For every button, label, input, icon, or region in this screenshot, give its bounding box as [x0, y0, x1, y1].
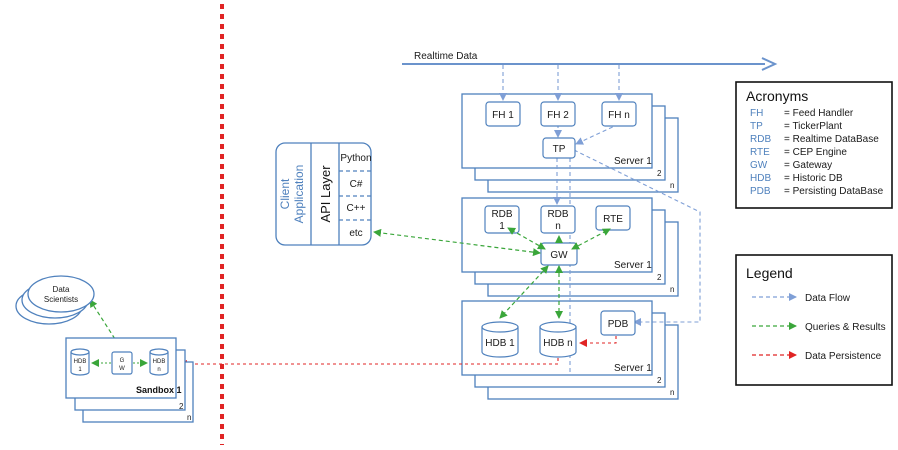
tickerplant-label: TP: [553, 144, 566, 155]
feed-handler-boxes: FH 1 FH 2 FH n: [485, 101, 637, 127]
rte-box: [595, 205, 631, 231]
server-label: Server 1: [614, 156, 652, 167]
rdb-n-box: [540, 205, 576, 234]
persistence-lines: [179, 336, 617, 368]
acronym-key-fh: FH: [750, 108, 763, 119]
lang-etc: etc: [349, 228, 362, 239]
gateway-label: GW: [550, 250, 568, 261]
acronym-key-rte: RTE: [750, 147, 770, 158]
legend-title: Legend: [746, 265, 793, 281]
pdb-box: [600, 310, 636, 336]
acronym-value-tp: = TickerPlant: [784, 121, 842, 132]
rte-label: RTE: [603, 214, 623, 225]
acronym-key-gw: GW: [750, 160, 768, 171]
acronyms-title: Acronyms: [746, 88, 808, 104]
acronyms-box: Acronyms FH = Feed Handler TP = TickerPl…: [735, 81, 893, 209]
api-layer-label: API Layer: [318, 165, 333, 223]
acronym-key-tp: TP: [750, 121, 763, 132]
sandbox-gw-label-2: W: [119, 366, 125, 372]
sandbox-gw-label-1: G: [120, 358, 125, 364]
sandbox-hdb-1-index: 1: [78, 367, 82, 373]
acronym-key-pdb: PDB: [750, 186, 771, 197]
sandbox-stack-2: 2: [179, 402, 184, 411]
acronym-value-pdb: = Persisting DataBase: [784, 186, 884, 197]
data-scientists-line1: Data: [53, 285, 70, 294]
legend-label-queries: Queries & Results: [805, 322, 886, 333]
client-application: Client Application API Layer Python C# C…: [275, 142, 372, 246]
hdb-1-cylinder: HDB 1: [481, 321, 519, 358]
acronym-value-rdb: = Realtime DataBase: [784, 134, 879, 145]
lang-csharp: C#: [350, 179, 363, 190]
stack-2-label: 2: [657, 169, 662, 178]
realtime-data-arrow: Realtime Data: [402, 51, 778, 71]
acronym-key-rdb: RDB: [750, 134, 771, 145]
acronym-value-fh: = Feed Handler: [784, 108, 854, 119]
stack-n-label: n: [670, 388, 674, 397]
acronym-value-hdb: = Historic DB: [784, 173, 843, 184]
sandbox-hdb-1-label: HDB: [74, 359, 87, 365]
fh-1-box: [485, 101, 521, 127]
acronym-value-rte: = CEP Engine: [784, 147, 847, 158]
rdb-1-label: RDB: [491, 209, 512, 220]
data-scientists: Data Scientists: [15, 275, 95, 325]
fh-2-label: FH 2: [547, 110, 569, 121]
rdb-1-index: 1: [499, 221, 505, 232]
stack-2-label: 2: [657, 376, 662, 385]
data-scientists-line2: Scientists: [44, 295, 78, 304]
rdb-n-label: RDB: [547, 209, 568, 220]
server-label: Server 1: [614, 363, 652, 374]
acronym-value-gw: = Gateway: [784, 160, 832, 171]
legend-label-data-flow: Data Flow: [805, 293, 851, 304]
fh-2-box: [540, 101, 576, 127]
lang-cpp: C++: [347, 203, 366, 214]
rdb-n-index: n: [555, 221, 561, 232]
client-label-line1: Client: [278, 178, 292, 209]
fh-1-label: FH 1: [492, 110, 514, 121]
stack-n-label: n: [670, 285, 674, 294]
stack-n-label: n: [670, 181, 674, 190]
tickerplant-box: [542, 137, 576, 159]
server-label: Server 1: [614, 260, 652, 271]
pdb-label: PDB: [608, 319, 629, 330]
client-label-line2: Application: [292, 165, 306, 224]
fh-n-label: FH n: [608, 110, 630, 121]
fh-n-box: [601, 101, 637, 127]
legend-box: Legend Data Flow Queries & Results Data …: [735, 254, 893, 386]
sandbox-hdb-n-label: HDB: [153, 359, 166, 365]
hdb-n-cylinder: HDB n: [539, 321, 577, 358]
acronym-key-hdb: HDB: [750, 173, 771, 184]
realtime-data-label: Realtime Data: [414, 51, 478, 62]
legend-label-persistence: Data Persistence: [805, 351, 882, 362]
sandbox-label: Sandbox 1: [136, 385, 182, 395]
hdb-1-label: HDB 1: [485, 338, 515, 349]
data-flow-lines: [499, 65, 701, 374]
stack-2-label: 2: [657, 273, 662, 282]
sandbox-hdb-n-index: n: [157, 367, 160, 373]
sandbox-stack-n: n: [187, 413, 191, 422]
hdb-n-label: HDB n: [543, 338, 572, 349]
lang-python: Python: [340, 153, 371, 164]
sandbox-stack: 2 n Sandbox 1 HDB 1 G W HDB n: [65, 337, 194, 423]
